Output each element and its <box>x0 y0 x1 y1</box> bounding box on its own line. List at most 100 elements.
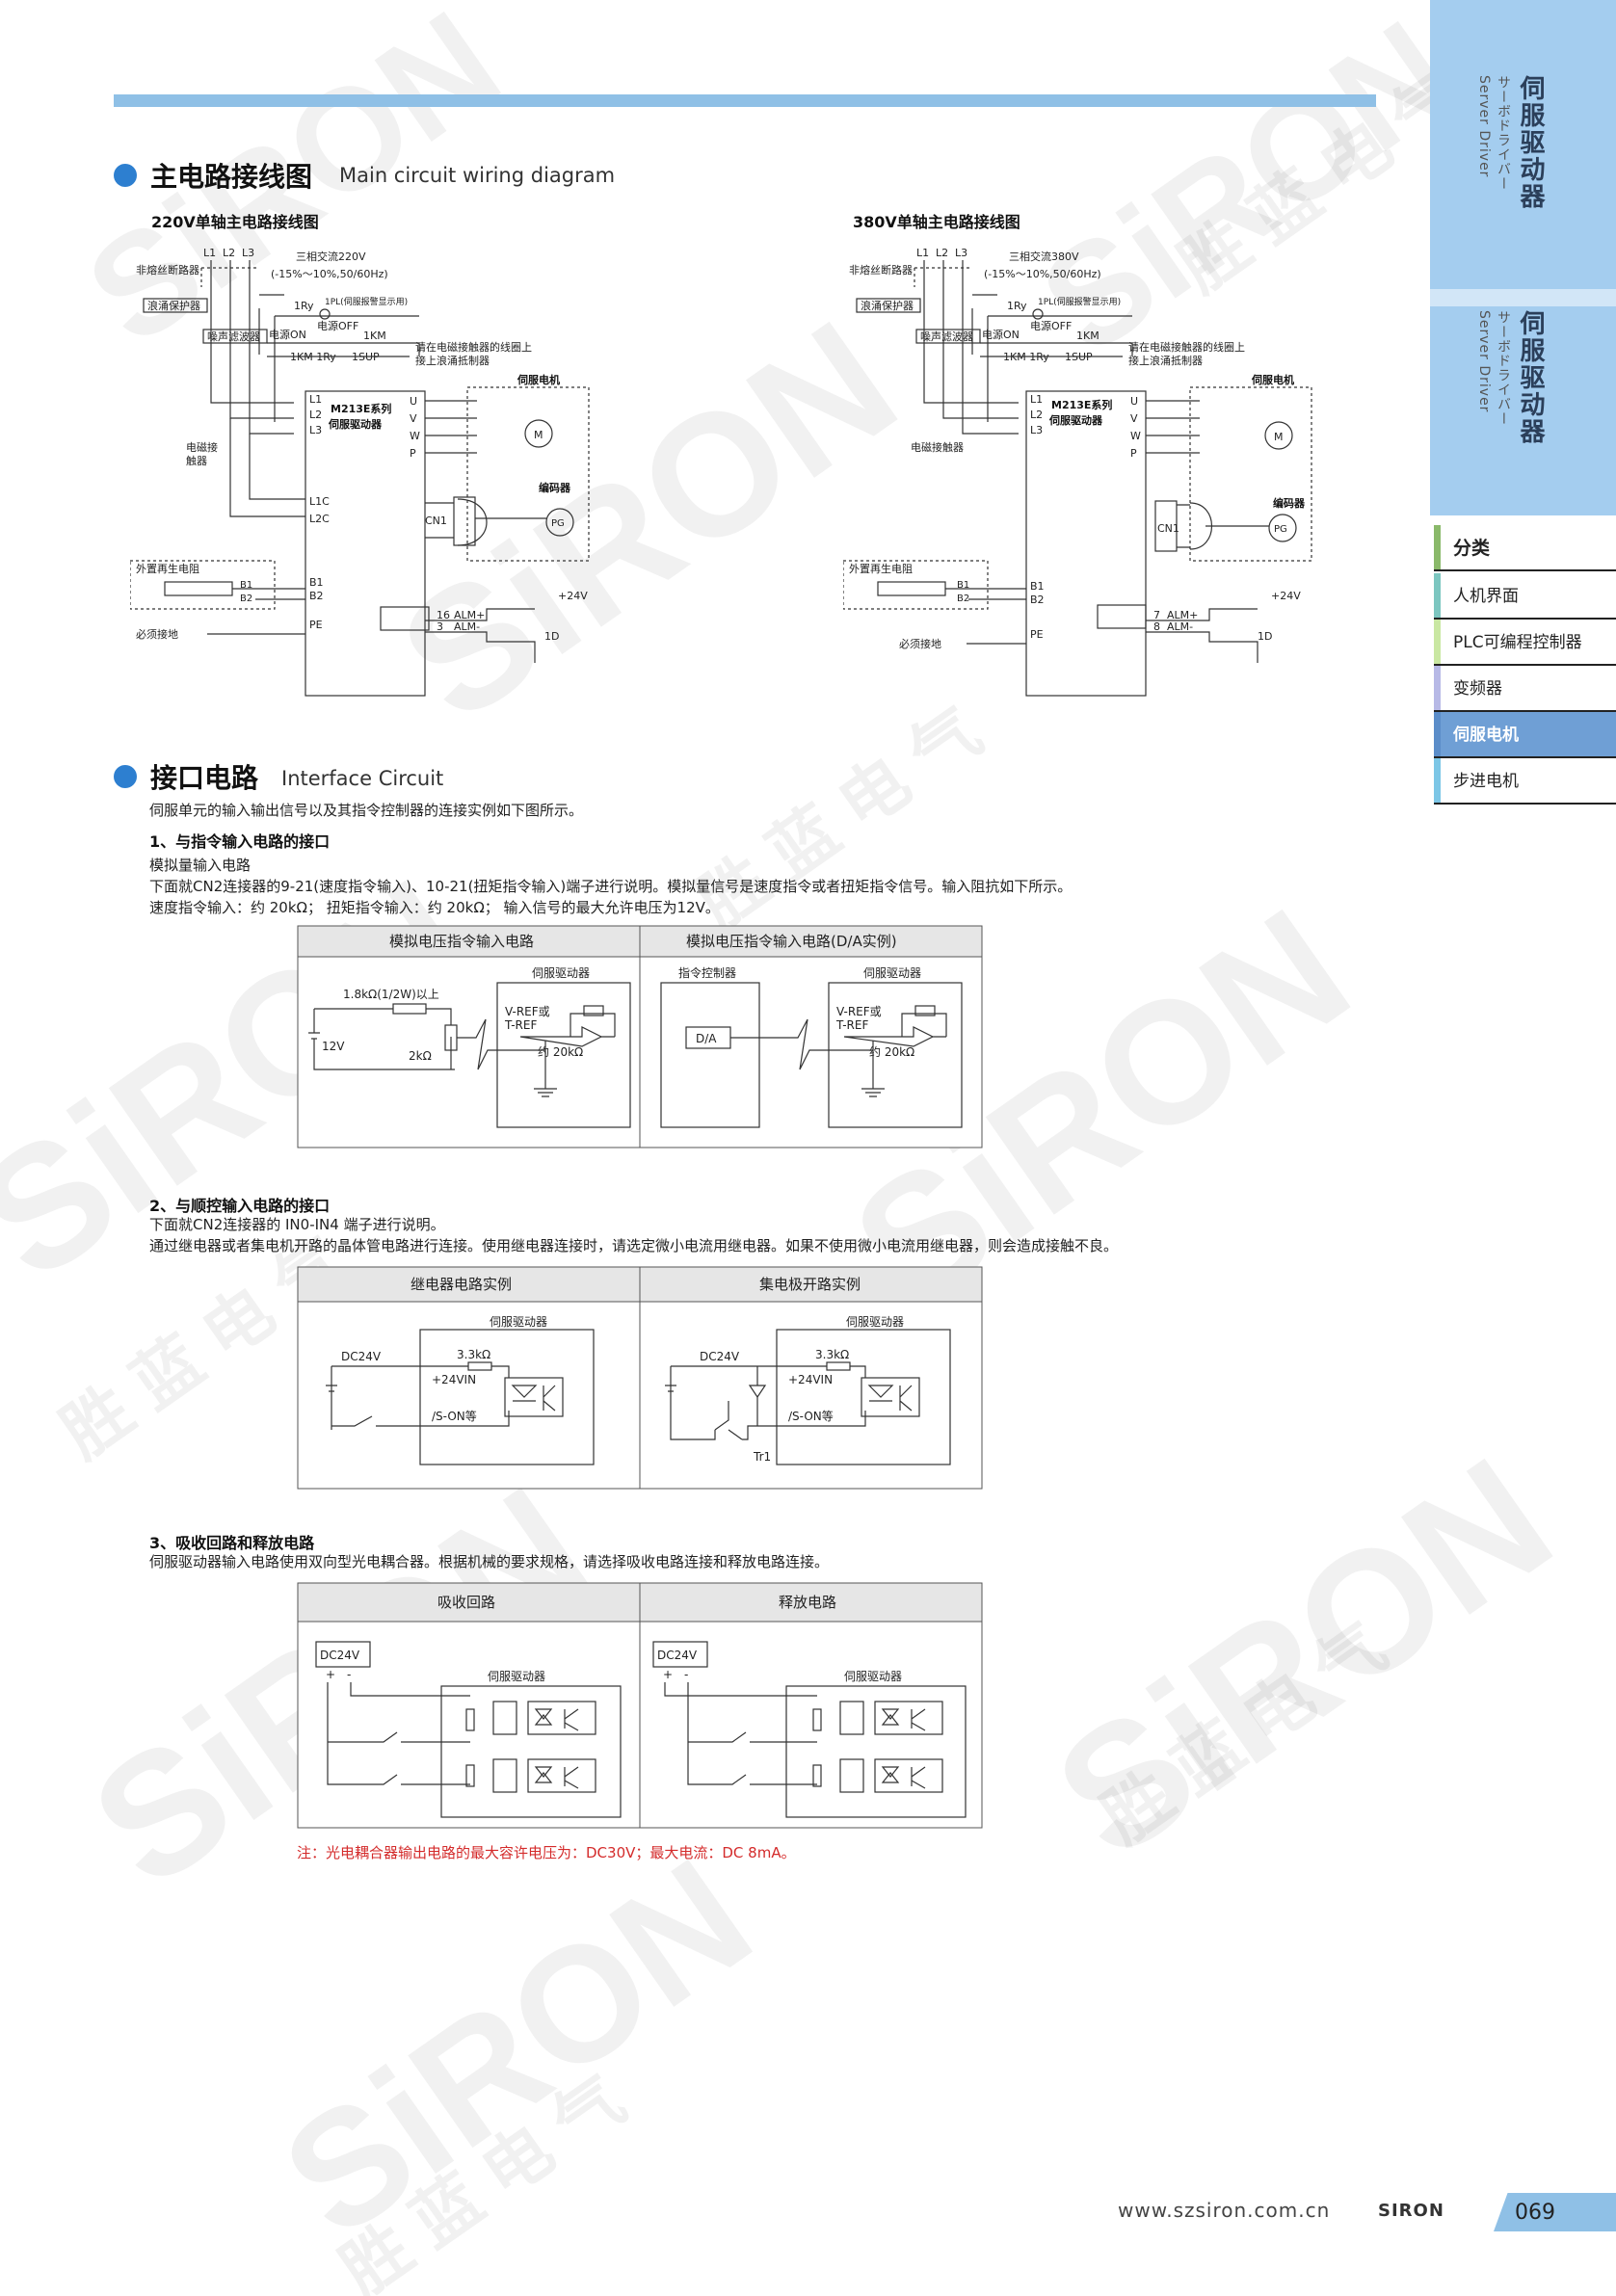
svg-text:ALM-: ALM- <box>1167 620 1193 633</box>
svg-text:/S-ON等: /S-ON等 <box>788 1410 834 1423</box>
section1-title-cn: 主电路接线图 <box>150 161 313 193</box>
svg-text:非熔丝断路器: 非熔丝断路器 <box>136 263 199 277</box>
watermark-cn: 胜 蓝 电 气 <box>683 693 994 942</box>
sidebar-item-stepper-motor[interactable]: 步进电机 <box>1434 758 1616 805</box>
svg-text:PG: PG <box>551 518 565 529</box>
svg-text:V-REF或: V-REF或 <box>836 1005 882 1018</box>
sidebar-item-inverter[interactable]: 变频器 <box>1434 666 1616 712</box>
svg-text:W: W <box>410 430 420 442</box>
svg-text:B1: B1 <box>240 580 252 591</box>
svg-text:1.8kΩ(1/2W)以上: 1.8kΩ(1/2W)以上 <box>343 988 439 1001</box>
svg-text:约 20kΩ: 约 20kΩ <box>869 1044 914 1059</box>
svg-text:B2: B2 <box>240 594 252 604</box>
svg-text:2kΩ: 2kΩ <box>409 1049 432 1063</box>
svg-text:指令控制器: 指令控制器 <box>678 965 736 980</box>
svg-text:电源OFF: 电源OFF <box>317 319 358 332</box>
svg-text:T-REF: T-REF <box>835 1018 868 1032</box>
sidebar-heading: 分类 <box>1434 525 1616 571</box>
sub1-title: 1、与指令输入电路的接口 <box>149 832 331 851</box>
svg-text:DC24V: DC24V <box>700 1350 740 1363</box>
section1-title-en: Main circuit wiring diagram <box>339 164 616 187</box>
svg-text:B2: B2 <box>957 594 969 604</box>
svg-text:D/A: D/A <box>696 1032 717 1045</box>
svg-text:B1: B1 <box>957 580 969 591</box>
svg-text:(-15%～10%,50/60Hz): (-15%～10%,50/60Hz) <box>984 268 1101 280</box>
svg-text:L2C: L2C <box>309 513 330 525</box>
svg-text:T-REF: T-REF <box>504 1018 537 1032</box>
svg-text:M: M <box>534 429 543 441</box>
sidebar-item-servo-motor[interactable]: 伺服电机 <box>1434 712 1616 758</box>
svg-text:约 20kΩ: 约 20kΩ <box>538 1044 583 1059</box>
svg-text:12V: 12V <box>322 1040 345 1053</box>
svg-text:+: + <box>663 1668 673 1681</box>
side-title-cn-2: 伺服驱动器 <box>1516 310 1545 445</box>
svg-text:L3: L3 <box>1030 424 1043 436</box>
svg-text:U: U <box>410 395 417 408</box>
svg-text:伺服驱动器: 伺服驱动器 <box>532 966 590 980</box>
svg-text:ALM+: ALM+ <box>1167 609 1198 621</box>
svg-text:伺服驱动器: 伺服驱动器 <box>844 1670 902 1683</box>
svg-text:DC24V: DC24V <box>320 1649 360 1662</box>
svg-text:ALM-: ALM- <box>454 620 480 633</box>
svg-text:伺服驱动器: 伺服驱动器 <box>488 1670 545 1683</box>
svg-text:7: 7 <box>1153 609 1160 621</box>
svg-text:-: - <box>347 1668 351 1681</box>
sidebar-item-label: 变频器 <box>1453 679 1502 699</box>
svg-text:P: P <box>410 447 416 460</box>
side-title-en-2: Server Driver <box>1476 310 1492 413</box>
sidebar-item-hmi[interactable]: 人机界面 <box>1434 573 1616 620</box>
svg-text:V: V <box>1130 412 1138 425</box>
svg-text:必须接地: 必须接地 <box>899 638 941 650</box>
svg-text:三相交流220V: 三相交流220V <box>296 250 366 263</box>
svg-text:+24V: +24V <box>558 590 588 602</box>
svg-text:伺服驱动器: 伺服驱动器 <box>846 1315 904 1329</box>
svg-text:1KM: 1KM <box>363 330 386 342</box>
svg-text:L1: L1 <box>309 393 322 406</box>
footer-url[interactable]: www.szsiron.com.cn <box>1118 2199 1331 2222</box>
svg-text:V-REF或: V-REF或 <box>505 1005 550 1018</box>
sub1-line2: 下面就CN2连接器的9-21(速度指令输入)、10-21(扭矩指令输入)端子进行… <box>149 878 1073 895</box>
svg-text:L1C: L1C <box>309 495 330 508</box>
footer-brand-logo: SIRON <box>1378 2201 1444 2221</box>
sidebar-item-plc[interactable]: PLC可编程控制器 <box>1434 620 1616 666</box>
svg-text:伺服驱动器: 伺服驱动器 <box>328 417 383 431</box>
svg-text:1D: 1D <box>544 630 559 643</box>
sub3-title: 3、吸收回路和释放电路 <box>149 1534 315 1552</box>
analog-input-panels: 模拟电压指令输入电路 模拟电压指令输入电路(D/A实例) 伺服驱动器 1.8kΩ… <box>297 925 983 1148</box>
svg-text:请在电磁接触器的线圈上: 请在电磁接触器的线圈上 <box>1128 340 1245 354</box>
svg-text:浪涌保护器: 浪涌保护器 <box>147 299 200 312</box>
side-title-jp: サーボドライバー <box>1496 75 1511 191</box>
svg-text:U: U <box>1130 395 1138 408</box>
svg-text:L2: L2 <box>309 409 322 421</box>
svg-text:电磁接: 电磁接 <box>186 441 218 454</box>
svg-text:8: 8 <box>1153 620 1160 633</box>
svg-text:PE: PE <box>309 619 323 631</box>
svg-text:B2: B2 <box>1030 594 1045 606</box>
sub2-title: 2、与顺控输入电路的接口 <box>149 1197 331 1215</box>
svg-text:L2: L2 <box>223 247 235 259</box>
sub1-line1: 模拟量输入电路 <box>149 857 252 874</box>
svg-text:CN1: CN1 <box>425 515 447 527</box>
svg-text:伺服电机: 伺服电机 <box>1251 373 1294 386</box>
svg-text:继电器电路实例: 继电器电路实例 <box>411 1276 512 1293</box>
svg-text:V: V <box>410 412 417 425</box>
svg-text:1D: 1D <box>1258 630 1272 643</box>
section2-title-en: Interface Circuit <box>281 767 444 790</box>
section2-title-cn: 接口电路 <box>150 762 259 794</box>
svg-text:L2: L2 <box>1030 409 1043 421</box>
svg-text:接上浪涌抵制器: 接上浪涌抵制器 <box>1128 354 1203 367</box>
svg-text:B2: B2 <box>309 590 324 602</box>
svg-text:L1: L1 <box>1030 393 1043 406</box>
svg-text:编码器: 编码器 <box>1273 496 1306 510</box>
svg-text:非熔丝断路器: 非熔丝断路器 <box>849 263 913 277</box>
svg-text:电磁接触器: 电磁接触器 <box>911 440 964 454</box>
side-tab-divider <box>1430 289 1616 306</box>
svg-text:-: - <box>684 1668 688 1681</box>
sidebar-item-label: 步进电机 <box>1453 772 1519 791</box>
diagram-title: 220V单轴主电路接线图 <box>151 213 319 231</box>
svg-text:L1: L1 <box>203 247 216 259</box>
svg-text:伺服驱动器: 伺服驱动器 <box>1048 413 1103 427</box>
svg-text:3.3kΩ: 3.3kΩ <box>457 1348 490 1361</box>
svg-text:M213E系列: M213E系列 <box>1051 398 1112 411</box>
svg-text:接上浪涌抵制器: 接上浪涌抵制器 <box>415 354 490 367</box>
